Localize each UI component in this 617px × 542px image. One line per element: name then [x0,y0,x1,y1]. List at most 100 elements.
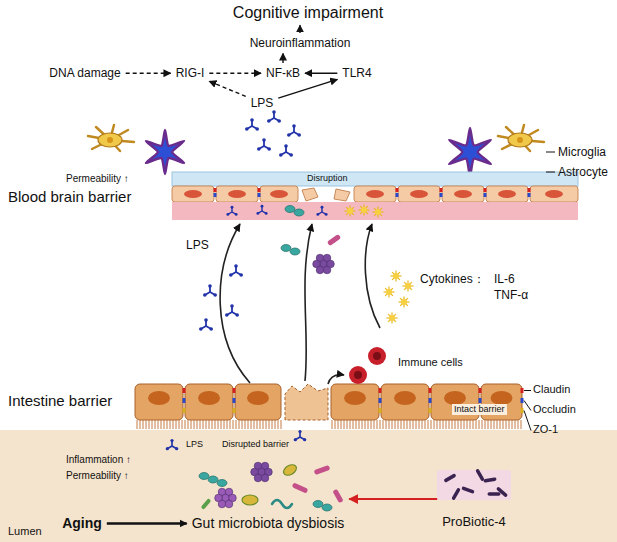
microvillus [260,420,261,429]
microvillus [518,420,519,429]
microvillus [377,420,378,429]
annotation-label: Permeability ↑ [66,173,129,185]
pathway-node: LPS [247,94,278,112]
microvillus [356,420,357,429]
cytokine [345,206,356,217]
microvillus [167,420,168,429]
coccus [225,500,233,508]
microvillus [149,420,150,429]
pathway-node: DNA damage [45,64,124,82]
lps-molecule [257,138,271,151]
translocation-arrow [220,224,250,383]
microglia [88,125,134,151]
microvillus [521,420,522,429]
lps-head [245,127,249,131]
microvillus [365,420,366,429]
annotation-label: Lumen [8,525,42,538]
microglia-nucleus [107,137,113,143]
lps-head [239,273,243,277]
annotation-label: Microglia [558,145,606,159]
bacterium-rod [327,234,341,246]
microvillus [146,420,147,429]
lps-head [203,293,207,297]
chain-bacterium [281,245,291,252]
microvillus [335,420,336,429]
lps-head [267,119,271,123]
annotation-label: Occludin [533,403,576,416]
immune-cell [349,366,367,384]
cytokine-core [375,209,381,215]
microvillus [422,420,423,429]
microvillus [410,420,411,429]
lps-head [250,118,254,122]
microvillus [140,420,141,429]
endothelial-cell [398,186,440,202]
microvillus [455,420,456,429]
node-label: Aging [62,515,102,532]
connector [209,81,245,96]
tight-junction [214,193,217,197]
bacterium-rod [461,486,474,494]
microvillus [170,420,171,429]
cytokine [387,313,398,324]
node-label: DNA damage [49,66,120,80]
microvillus [353,420,354,429]
chain-bacterium [322,504,332,511]
microvillus [338,420,339,429]
epithelial-cell [381,384,429,420]
microvillus [233,420,234,429]
lps-head [208,284,212,288]
microvillus [239,420,240,429]
lps-head [231,206,234,209]
blood-vessel [172,202,578,220]
tight-junction [258,193,261,197]
epithelial-cell [235,384,281,420]
microvillus [395,420,396,429]
lps-molecule [267,110,281,123]
microvillus [209,420,210,429]
occludin-mark [379,398,382,403]
claudin-mark [183,388,186,393]
microvillus [464,420,465,429]
microvillus [251,420,252,429]
lps-head [170,439,173,442]
zo1-mark [183,408,186,413]
microvillus [401,420,402,429]
microvillus [212,420,213,429]
microglia-nucleus [517,137,523,143]
lps-head [262,138,266,142]
microvillus [470,420,471,429]
microvillus [206,420,207,429]
translocation-arrow [365,224,380,328]
tight-junction [258,188,261,192]
annotation-label: Cytokines： [420,272,485,286]
annotation-label: Immune cells [398,356,463,369]
lps-head [229,273,233,277]
bacterium-rod [314,465,331,475]
microvillus [449,420,450,429]
microvillus [428,420,429,429]
connector [278,79,337,98]
node-label: TLR4 [342,66,371,80]
lps-head [213,293,217,297]
coccus [254,474,262,482]
node-label: Neuroinflammation [250,36,351,50]
microvillus [368,420,369,429]
endothelial-cell [260,186,298,202]
lps-head [316,213,319,216]
microvillus [503,420,504,429]
microvillus [245,420,246,429]
microvillus [392,420,393,429]
lps-head [298,430,301,433]
microvillus [362,420,363,429]
tight-junction [440,188,443,192]
tight-junction [440,193,443,197]
lps-head [261,205,264,208]
microvillus [509,420,510,429]
microvillus [359,420,360,429]
bacterium-rod [496,486,508,497]
lps-head [255,127,259,131]
zo1-mark [429,408,432,413]
lps-molecule [316,206,327,216]
connector [107,522,187,525]
